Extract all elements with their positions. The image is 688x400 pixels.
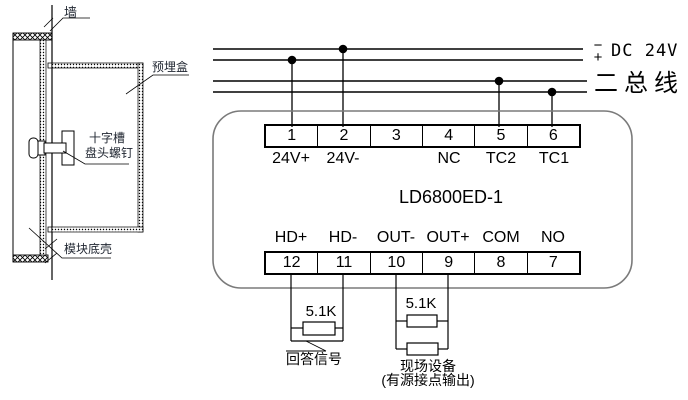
terminal-12: 12: [282, 254, 301, 271]
junction-dots: [287, 44, 557, 97]
terminal-8-label: COM: [482, 229, 520, 246]
answer-signal-label: 回答信号: [286, 351, 342, 367]
terminal-2: 2: [317, 126, 369, 146]
answer-signal-circuit: [286, 275, 344, 352]
terminal-2-label: 24V-: [326, 150, 360, 167]
module-shell-label: 模块底壳: [64, 242, 113, 256]
terminal-4-label: NC: [437, 150, 461, 167]
terminal-12-label: HD+: [274, 229, 308, 246]
drop-wires: [291, 49, 553, 127]
terminal-1-label: 24V+: [272, 150, 310, 167]
terminal-7-label: NO: [541, 229, 565, 246]
terminal-5-label: TC2: [485, 150, 517, 167]
screw-label-line2: 盘头螺钉: [85, 146, 134, 160]
embedded-box-label: 预埋盒: [152, 60, 189, 74]
bus-lines: [213, 48, 587, 93]
two-bus-label: 二总线: [594, 70, 684, 97]
dc-plus-sign: +: [593, 49, 603, 66]
terminal-11-label: HD-: [328, 229, 358, 246]
screw-label-line1: 十字槽: [89, 131, 126, 145]
terminal-10-label: OUT-: [376, 229, 416, 246]
wall-label: 墙: [64, 5, 78, 20]
terminal-10: 10: [369, 253, 422, 273]
resistor-answer: [302, 321, 336, 336]
terminal-8: 8: [474, 253, 526, 273]
module-outline: [212, 110, 633, 289]
field-resistor-value: 5.1K: [405, 295, 437, 312]
leader-lines: [28, 17, 189, 264]
top-terminal-strip: 1 2 3 4 5 6: [264, 124, 581, 148]
module-model: LD6800ED-1: [398, 187, 504, 207]
wall-hatch-bottom: [12, 254, 49, 263]
terminal-4: 4: [421, 126, 474, 146]
field-device-circuit: [395, 275, 449, 356]
terminal-6: 6: [526, 126, 579, 146]
embedded-box: [47, 62, 144, 233]
answer-resistor-value: 5.1K: [305, 303, 337, 320]
bottom-terminal-strip: 12 11 10 9 8 7: [264, 251, 581, 275]
terminal-3: 3: [369, 126, 422, 146]
terminal-6-label: TC1: [538, 150, 570, 167]
dc-minus-sign: −: [593, 37, 603, 54]
resistor-field: [406, 314, 438, 328]
field-device-box: [406, 342, 439, 356]
terminal-5: 5: [474, 126, 526, 146]
terminal-9: 9: [421, 253, 474, 273]
field-device-label: 现场设备: [400, 358, 456, 374]
terminal-11: 11: [317, 253, 369, 273]
field-device-sublabel: (有源接点输出): [381, 372, 475, 388]
terminal-1: 1: [287, 127, 297, 144]
dc-24v-label: DC 24V: [611, 41, 679, 61]
terminal-7: 7: [526, 253, 579, 273]
mounting-screw: [28, 130, 75, 166]
terminal-9-label: OUT+: [426, 229, 470, 246]
wall-hatch-top: [12, 32, 53, 41]
